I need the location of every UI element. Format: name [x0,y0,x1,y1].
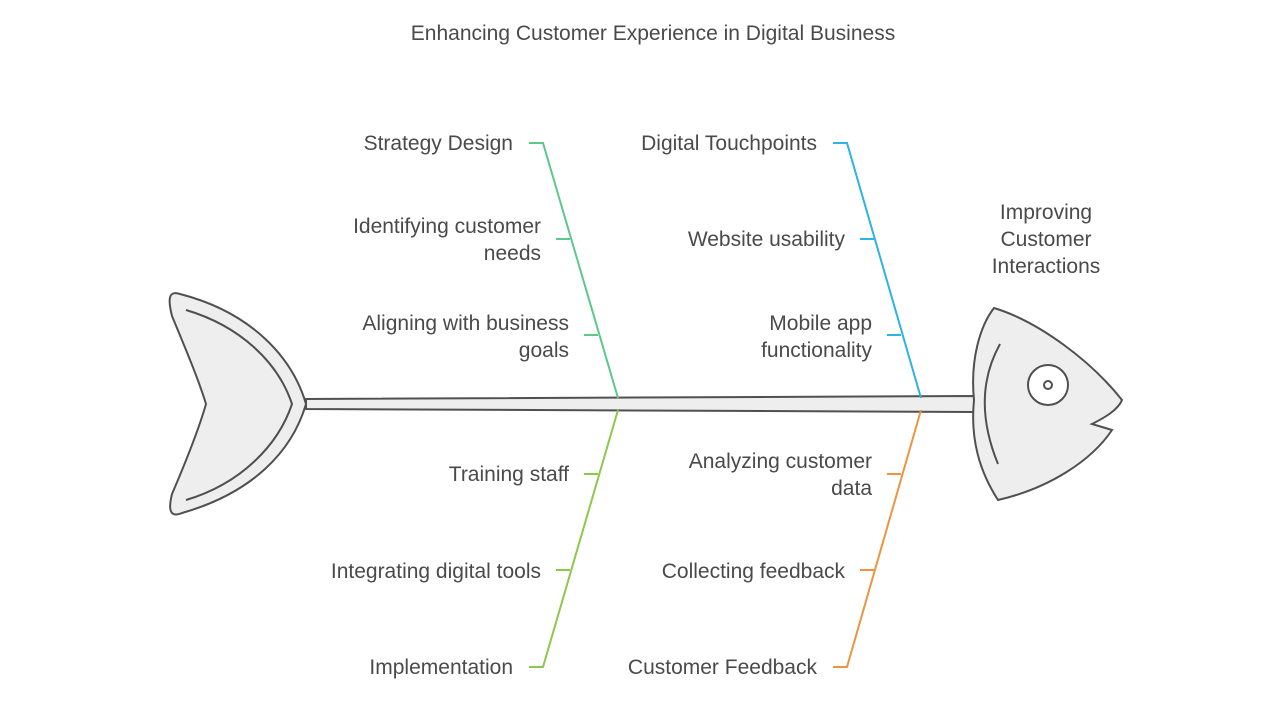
cause-feedback-2-line-1: Collecting feedback [662,560,846,583]
cause-strategy-1-line-1: Identifying customer [353,215,541,238]
head-label-line-1: Improving [1000,201,1092,224]
cause-digital-2-line-1: Mobile app [769,312,872,335]
branch-line-implementation [529,409,619,668]
branch-line-strategy [529,142,619,399]
head-label-line-3: Interactions [992,255,1101,278]
fish-spine [305,394,975,414]
branch-title-digital: Digital Touchpoints [641,132,817,155]
branch-line-digital [833,142,922,399]
cause-digital-1-line-1: Website usability [688,228,846,251]
cause-digital-2-line-2: functionality [761,339,872,362]
branch-line-feedback [833,409,922,668]
diagram-title: Enhancing Customer Experience in Digital… [411,22,895,45]
cause-strategy-2-line-2: goals [519,339,569,362]
cause-strategy-2-line-1: Aligning with business [362,312,569,335]
cause-feedback-1-line-2: data [831,477,872,500]
cause-implementation-1-line-1: Training staff [449,463,569,486]
head-label-line-2: Customer [1000,228,1091,251]
cause-strategy-1-line-2: needs [484,242,541,265]
branch-title-strategy: Strategy Design [364,132,513,155]
fish-tail [168,292,308,516]
fish-head [972,306,1124,502]
branch-title-feedback: Customer Feedback [628,656,818,679]
cause-feedback-1-line-1: Analyzing customer [689,450,872,473]
cause-implementation-2-line-1: Integrating digital tools [331,560,541,583]
branch-title-implementation: Implementation [369,656,513,679]
